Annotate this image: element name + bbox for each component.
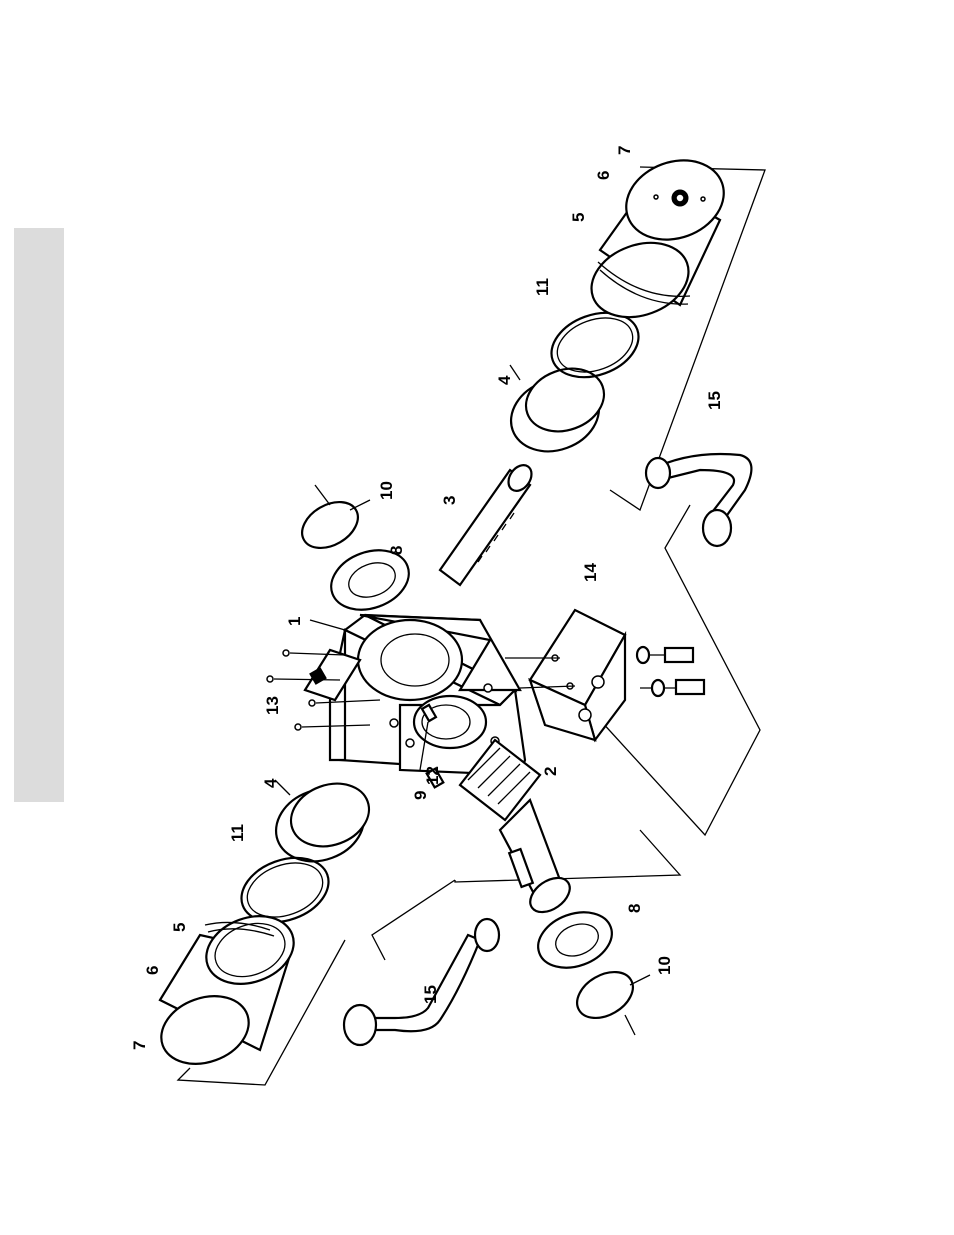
callout-11-right: 11 — [533, 278, 552, 296]
callout-4-right: 4 — [495, 375, 514, 385]
callout-10-upper: 10 — [377, 481, 396, 500]
callout-6-left: 6 — [143, 966, 162, 975]
retaining-ring-upper-part-10 — [294, 485, 370, 557]
callout-8-upper: 8 — [387, 546, 406, 555]
callout-7-right: 7 — [615, 146, 634, 155]
retaining-ring-lower-part-10 — [569, 963, 650, 1035]
callout-3: 3 — [440, 496, 459, 505]
callout-4-left: 4 — [261, 778, 280, 788]
manifold-block-part-14 — [505, 610, 704, 740]
callout-15-right: 15 — [705, 391, 724, 410]
piston-left-part-4 — [266, 773, 378, 873]
callout-11-left: 11 — [228, 824, 247, 842]
callout-10-lower: 10 — [655, 956, 674, 975]
callout-9: 9 — [411, 791, 430, 800]
callout-14: 14 — [581, 563, 600, 582]
seal-lower-part-8 — [530, 903, 619, 978]
callout-15-left: 15 — [421, 985, 440, 1004]
callout-12: 12 — [423, 766, 442, 785]
tube-right-part-15 — [646, 454, 751, 546]
callout-2: 2 — [541, 767, 560, 776]
callout-1: 1 — [285, 617, 304, 626]
tube-left-part-15 — [344, 919, 499, 1045]
callout-6-right: 6 — [594, 171, 613, 180]
callout-13: 13 — [263, 696, 282, 715]
callout-5-left: 5 — [170, 923, 189, 932]
callout-7-left: 7 — [130, 1041, 149, 1050]
callout-8-lower: 8 — [625, 904, 644, 913]
callout-5-right: 5 — [569, 213, 588, 222]
piston-right-part-4 — [501, 358, 613, 463]
rack-rod-part-3 — [440, 461, 536, 585]
